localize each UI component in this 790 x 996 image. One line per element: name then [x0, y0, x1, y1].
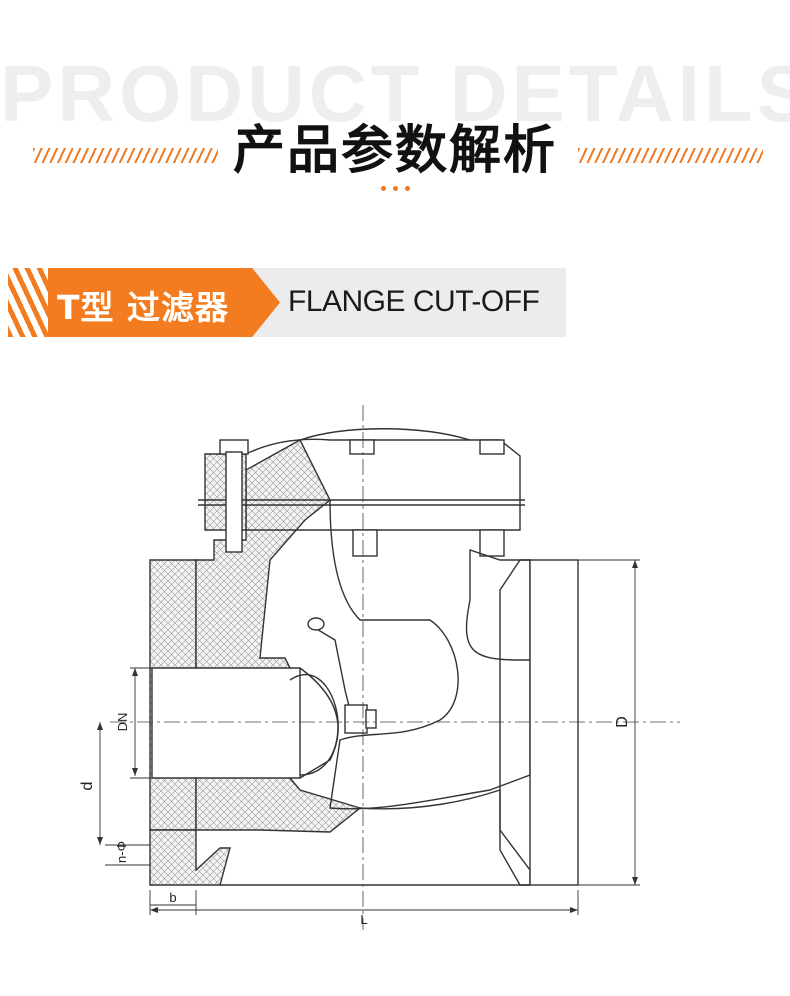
right-stripe-decoration — [578, 148, 763, 163]
body-wall-bottom — [195, 777, 362, 833]
banner-orange-panel — [48, 268, 280, 337]
swing-disc — [289, 673, 339, 776]
banner-english-label: FLANGE CUT-OFF — [288, 285, 540, 318]
label-D: D — [614, 716, 631, 728]
label-L: L — [360, 912, 367, 927]
bolt-bottom-center — [352, 529, 378, 557]
valve-body-right — [329, 499, 531, 810]
banner-gray-panel — [240, 268, 566, 337]
page-title: 产品参数解析 — [232, 121, 557, 181]
left-flange — [149, 559, 197, 831]
left-stripe-decoration — [33, 148, 218, 163]
label-d: d — [79, 782, 96, 791]
disc-nut — [344, 704, 368, 734]
title-dots-decoration — [0, 186, 790, 191]
bolt-top-center — [349, 439, 375, 455]
background-heading: PRODUCT DETAILS — [0, 49, 790, 138]
left-flange-lower — [149, 829, 231, 886]
body-wall-left — [195, 439, 331, 669]
disc-hinge — [307, 617, 325, 631]
hinge-pin — [225, 451, 243, 553]
banner-product-type: T型 过滤器 — [57, 288, 229, 327]
valve-technical-drawing: DN D d n-Φ b L — [79, 405, 680, 930]
label-DN: DN — [115, 713, 130, 732]
valve-inner-curve — [299, 667, 339, 779]
bonnet-cover — [245, 438, 521, 531]
label-n-phi: n-Φ — [114, 841, 129, 863]
bolt-bottom-right — [479, 529, 505, 557]
label-b: b — [169, 890, 176, 905]
right-flange — [529, 559, 579, 886]
banner-chevron-decoration — [8, 268, 48, 337]
bonnet-dome — [299, 428, 471, 441]
bolt-top-right — [479, 439, 505, 455]
disc-arm — [309, 624, 351, 711]
